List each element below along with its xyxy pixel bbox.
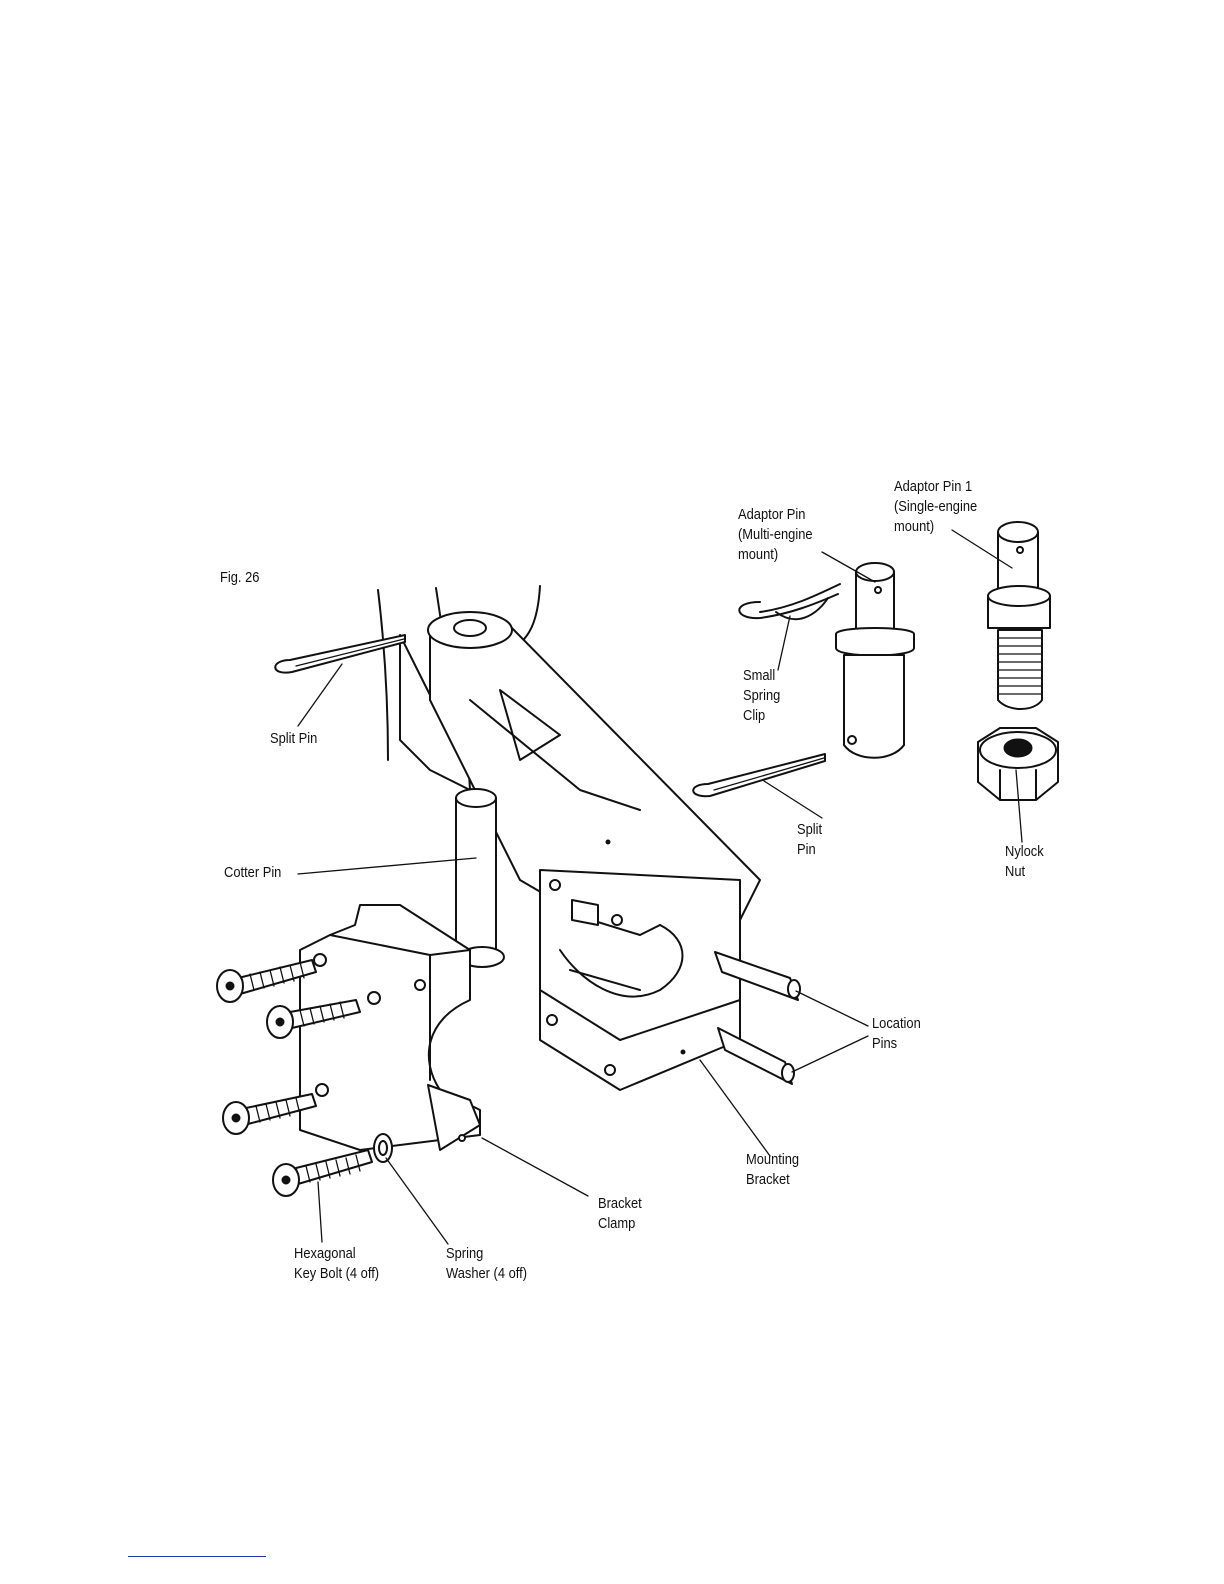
figure-label: Fig. 26 [220, 568, 259, 588]
label-adaptor-pin-1: Adaptor Pin 1 (Single-engine mount) [894, 477, 977, 537]
spring-washer-shape [374, 1134, 392, 1162]
label-spring-washer: Spring Washer (4 off) [446, 1244, 527, 1284]
adaptor-pin-single-shape [988, 522, 1050, 709]
adaptor-pin-multi-shape [836, 563, 914, 758]
mounting-bracket-shape [540, 870, 740, 1090]
split-pin-right-shape [693, 754, 825, 796]
bolt-4 [273, 1150, 372, 1196]
small-spring-clip-shape [739, 584, 840, 619]
label-nylock-nut: Nylock Nut [1005, 842, 1044, 882]
label-split-pin-right: Split Pin [797, 820, 822, 860]
label-adaptor-pin-multi: Adaptor Pin (Multi-engine mount) [738, 505, 813, 565]
label-mounting-bracket: Mounting Bracket [746, 1150, 799, 1190]
label-small-spring-clip: Small Spring Clip [743, 666, 780, 726]
label-hex-key-bolt: Hexagonal Key Bolt (4 off) [294, 1244, 379, 1284]
cotter-pin-shape [456, 789, 504, 967]
label-location-pins: Location Pins [872, 1014, 921, 1054]
label-split-pin-left: Split Pin [270, 729, 317, 749]
label-cotter-pin: Cotter Pin [224, 863, 281, 883]
label-bracket-clamp: Bracket Clamp [598, 1194, 642, 1234]
bracket-clamp-shape [300, 905, 480, 1150]
footer-rule [128, 1556, 266, 1557]
